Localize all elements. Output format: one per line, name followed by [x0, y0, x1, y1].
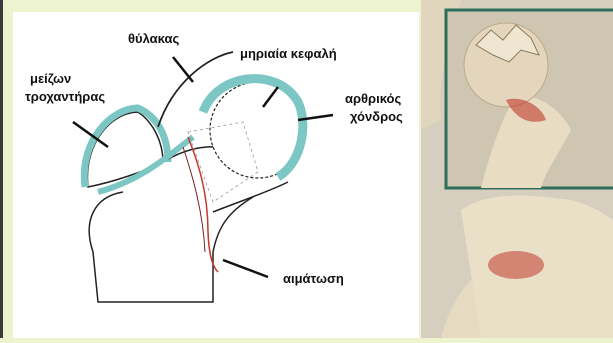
- label-greater-trochanter-1: μείζων: [30, 70, 71, 88]
- left-border: [0, 0, 3, 338]
- femur-outline: [89, 192, 253, 302]
- greater-trochanter: [87, 112, 163, 187]
- illustration-panel: [421, 0, 613, 338]
- pointer-hematoma: [223, 260, 268, 277]
- femur-illustration: [421, 0, 613, 338]
- inset-femoral-head: [464, 23, 548, 107]
- label-articular-cartilage-1: αρθρικός: [345, 90, 401, 108]
- capsule-lower: [213, 182, 288, 212]
- hematoma-area: [488, 251, 544, 279]
- label-femoral-head: μηριαία κεφαλή: [240, 45, 337, 63]
- label-greater-trochanter-2: τροχαντήρας: [25, 88, 105, 106]
- label-pouch: θύλακας: [128, 30, 179, 48]
- schematic-panel: [13, 12, 419, 338]
- label-hematoma: αιμάτωση: [283, 270, 344, 288]
- hip-diagram: [13, 12, 419, 338]
- label-articular-cartilage-2: χόνδρος: [350, 108, 403, 126]
- pointer-pouch: [173, 57, 193, 82]
- fracture-line-2: [183, 147, 205, 252]
